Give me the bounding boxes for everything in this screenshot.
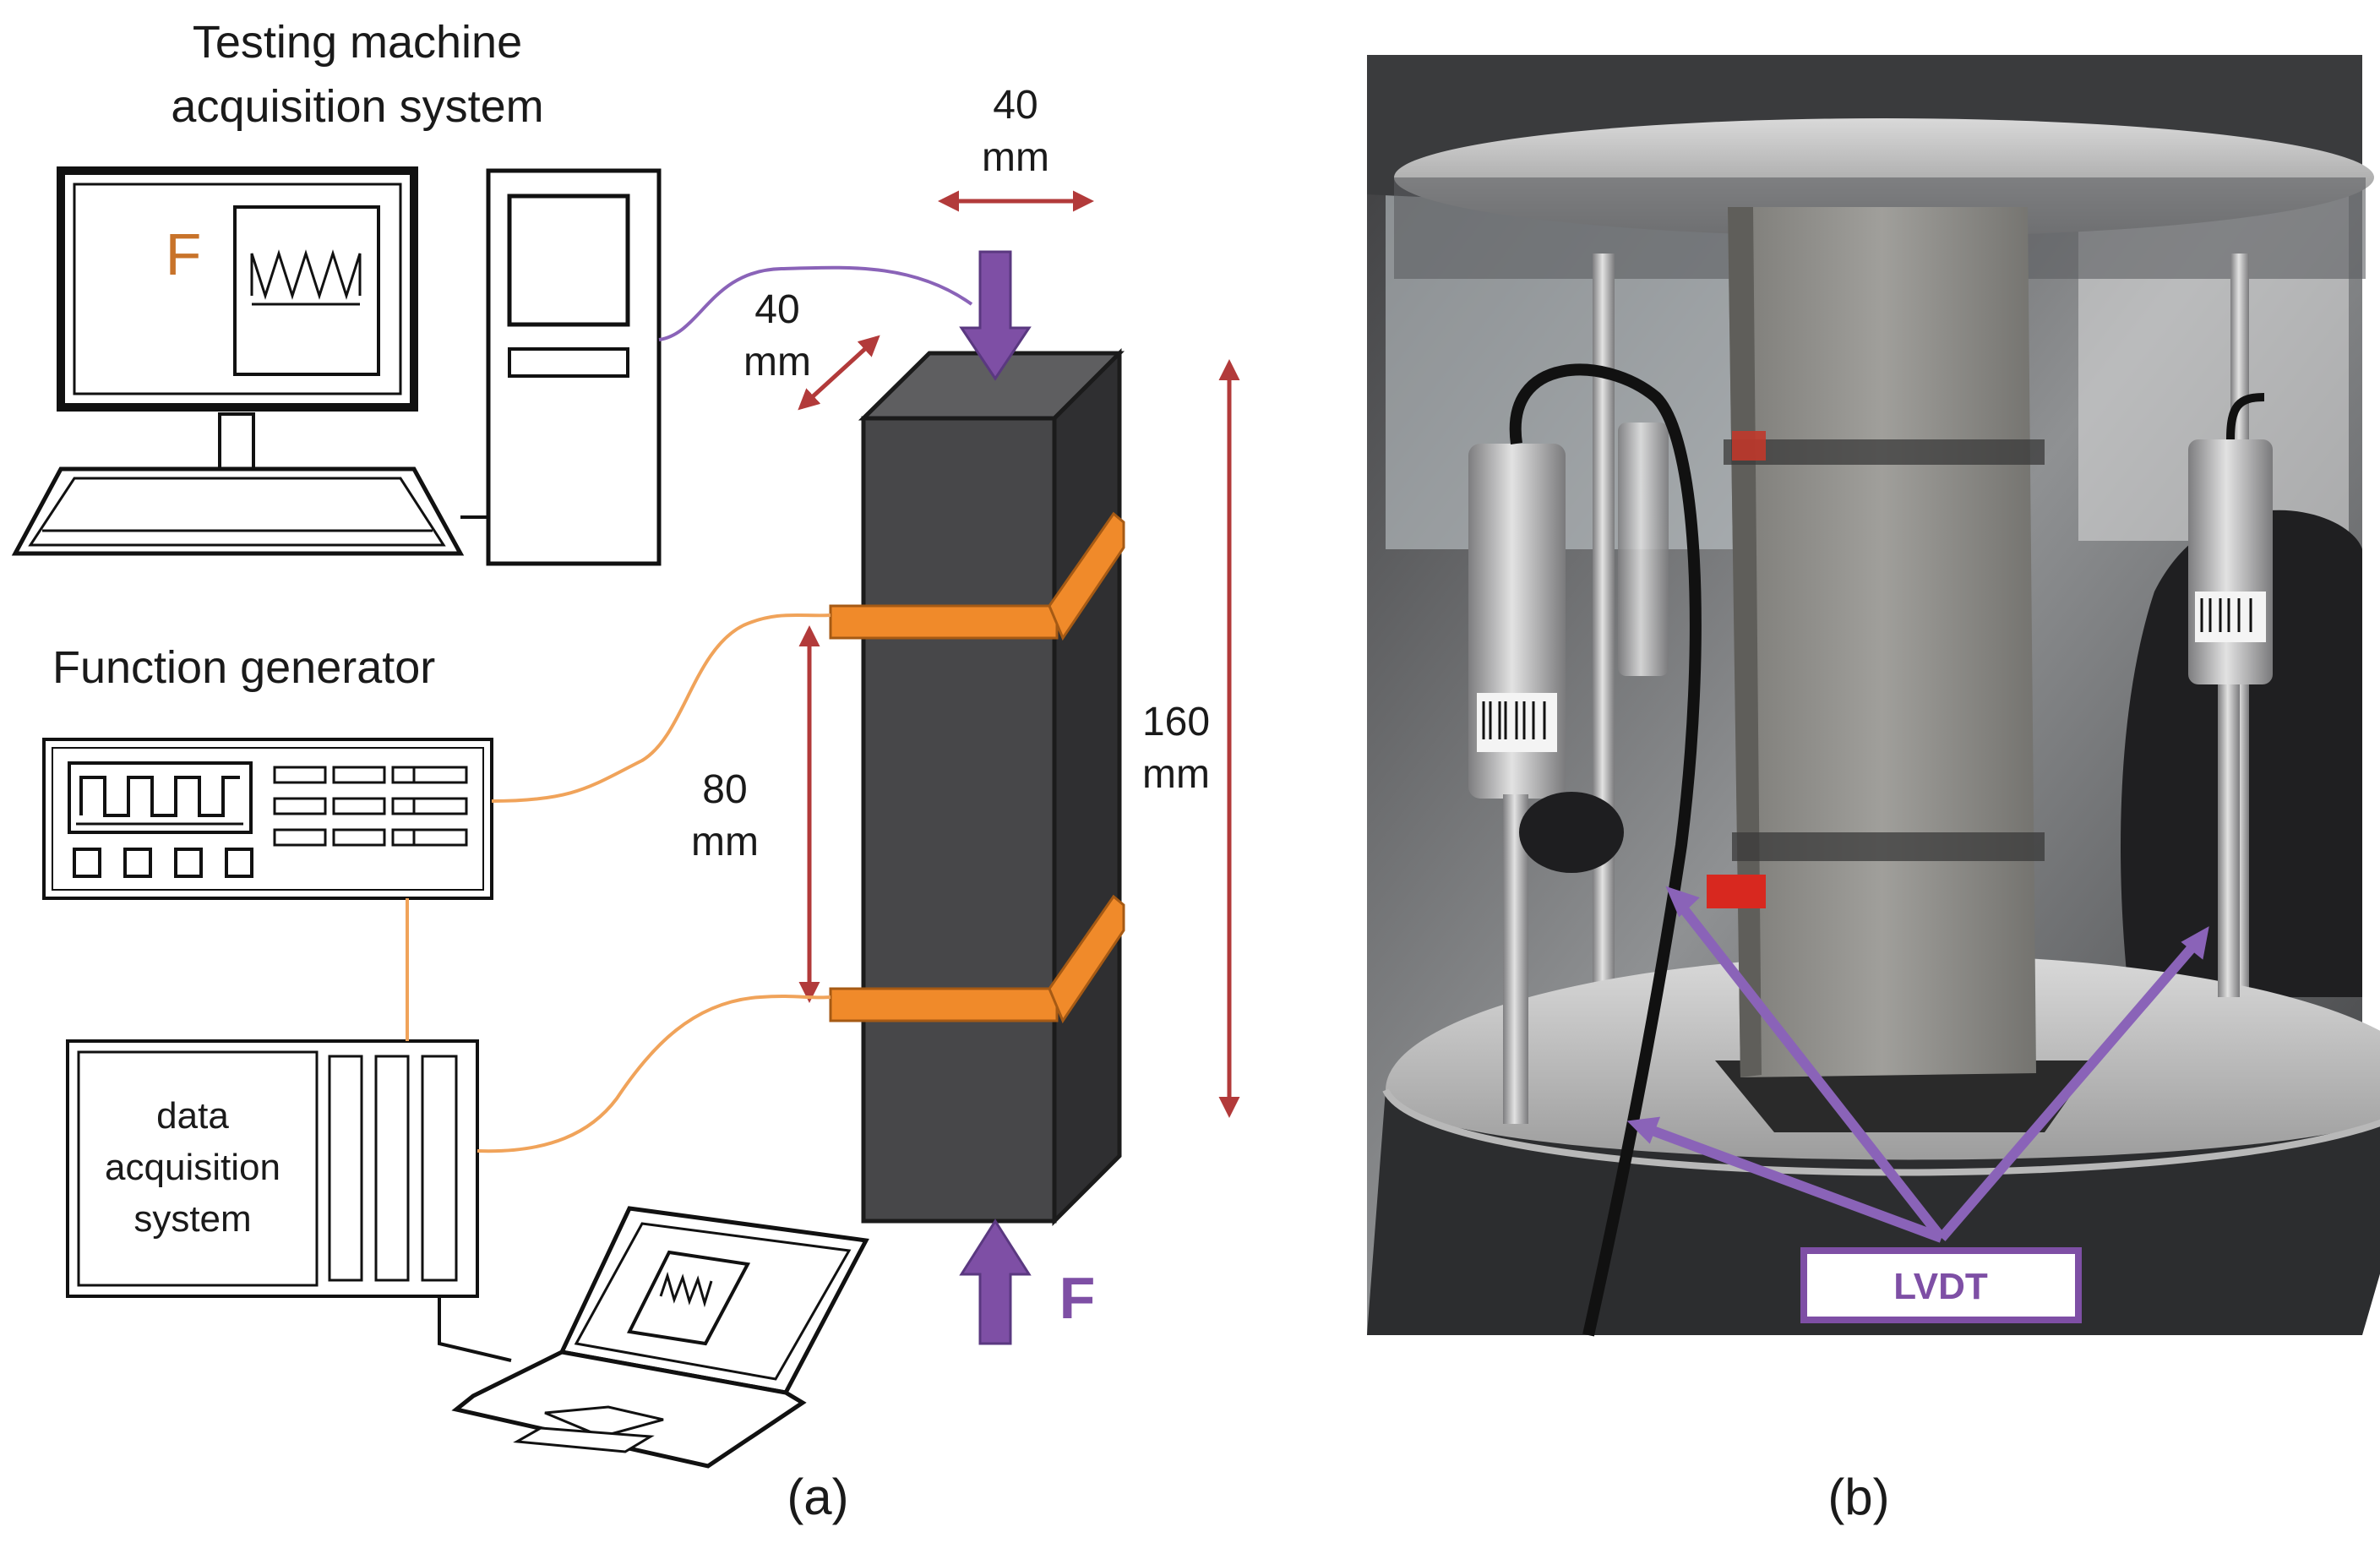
upper-lvdt-clamp xyxy=(829,511,1125,641)
daq-to-lower-lvdt-wire xyxy=(477,995,831,1153)
height-dimension-unit: mm xyxy=(1142,752,1210,797)
function-generator-icon xyxy=(42,738,493,900)
load-cell-wire xyxy=(658,265,973,341)
panel-a: Testing machine acquisition system F xyxy=(11,17,1240,1525)
width-dimension-unit: mm xyxy=(982,135,1049,180)
daq-to-laptop-cable xyxy=(438,1296,512,1362)
lvdt-label: LVDT xyxy=(1893,1266,1988,1307)
testing-machine-label-line2: acquisition system xyxy=(171,81,543,132)
testing-machine-label-line1: Testing machine xyxy=(193,17,522,68)
top-load-arrow-icon xyxy=(959,250,1032,381)
bottom-load-arrow-icon xyxy=(959,1219,1032,1345)
lower-lvdt-clamp xyxy=(829,894,1125,1024)
panel-b-caption: (b) xyxy=(1827,1469,1889,1525)
test-setup-photo xyxy=(1367,55,2380,1337)
bottom-force-label: F xyxy=(1059,1265,1096,1331)
height-dimension-value: 160 xyxy=(1142,700,1210,744)
depth-dimension-arrow xyxy=(798,335,880,411)
specimen-prism xyxy=(858,347,1125,1227)
panel-b: LVDT (b) xyxy=(1367,55,2380,1525)
computer-tower-icon xyxy=(460,168,662,566)
monitor-icon xyxy=(57,166,418,471)
panel-a-caption: (a) xyxy=(787,1469,848,1525)
gauge-length-unit: mm xyxy=(691,820,759,864)
width-dimension-value: 40 xyxy=(993,83,1038,128)
daq-label-line2: acquisition xyxy=(105,1147,280,1188)
generator-to-upper-lvdt-wire xyxy=(491,613,831,803)
keyboard-icon xyxy=(11,466,465,556)
gauge-length-value: 80 xyxy=(702,767,747,812)
monitor-force-label: F xyxy=(166,221,202,287)
function-generator-label: Function generator xyxy=(52,642,435,693)
laptop-icon xyxy=(451,1206,869,1469)
daq-label-line3: system xyxy=(133,1198,251,1240)
depth-dimension-value: 40 xyxy=(754,287,799,332)
daq-label-line1: data xyxy=(156,1095,229,1137)
depth-dimension-unit: mm xyxy=(743,340,811,384)
lvdt-label-box xyxy=(1800,1247,2082,1323)
lvdt-callout-arrows xyxy=(1626,886,2209,1243)
data-acquisition-system-icon xyxy=(66,1039,479,1298)
